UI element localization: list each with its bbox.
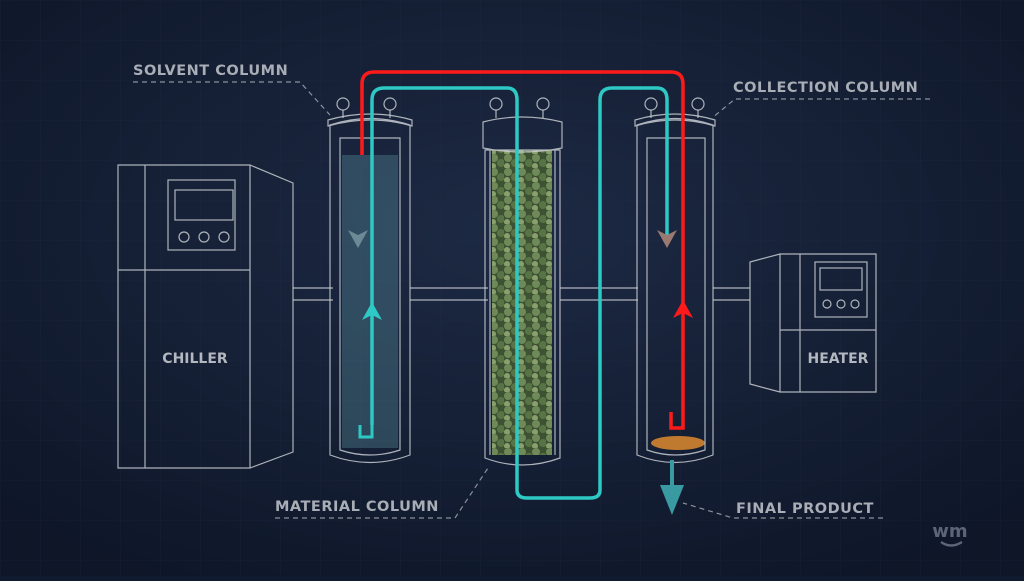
chiller-knob-icon [198,231,210,243]
chiller-knob-icon [178,231,190,243]
collection-leader-line [711,98,930,119]
flow-up-arrow-icon [362,302,382,320]
wm-logo: wm [932,521,968,547]
chiller-unit: CHILLER [117,164,294,469]
cold-pipe-loop [358,425,374,439]
plant-material [492,150,552,455]
logo-text: wm [932,521,967,542]
solvent-liquid [342,155,398,448]
collection-down-arrow-icon [657,230,677,248]
final-product-extract [651,436,705,450]
solvent-column [327,97,413,464]
solvent-column-label: SOLVENT COLUMN [133,63,288,79]
heater-unit: HEATER [749,253,877,393]
material-column [482,97,563,466]
final-product-arrow-icon [660,485,684,515]
chiller-label: CHILLER [162,351,228,367]
hot-solvent-pipe [360,70,685,430]
final-product-leader-line [682,502,883,519]
heater-label: HEATER [808,351,869,367]
final-product-label: FINAL PRODUCT [736,501,874,517]
logo-smile-icon [940,540,963,547]
hot-flow-up-arrow-icon [673,300,693,318]
cold-solvent-pipe [370,86,669,500]
solvent-leader-line [133,81,331,116]
chiller-knob-icon [218,231,230,243]
collection-column [634,97,716,464]
material-leader-line [275,467,489,519]
collection-column-label: COLLECTION COLUMN [733,80,918,96]
material-column-label: MATERIAL COLUMN [275,499,439,515]
flow-down-arrow-icon [348,230,368,248]
